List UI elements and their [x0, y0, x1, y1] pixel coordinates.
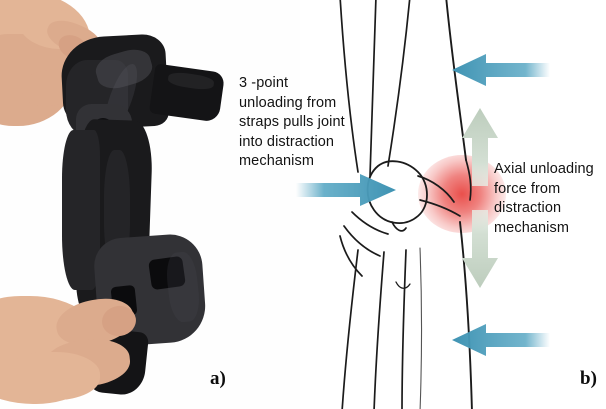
panel-a-brace-photo: a) [0, 0, 300, 409]
brace-upper-strap [148, 63, 226, 123]
axial-up-arrow [462, 108, 498, 186]
leg-outline-drawing [339, 0, 473, 409]
lower-hand-knuckles [4, 352, 100, 400]
panel-a-label: a) [210, 368, 226, 389]
upper-thigh-arrow [452, 54, 550, 86]
axial-down-arrow [462, 210, 498, 288]
three-point-unloading-caption: 3 -point unloading from straps pulls joi… [239, 75, 345, 169]
panel-b-label: b) [580, 368, 597, 389]
panel-b-knee-diagram: b) [296, 0, 606, 409]
lower-shin-arrow [452, 324, 550, 356]
axial-unloading-caption: Axial unloading force from distraction m… [494, 161, 594, 236]
lateral-joint-pain-glow [418, 155, 506, 233]
knee-medial-arrow [296, 174, 396, 206]
